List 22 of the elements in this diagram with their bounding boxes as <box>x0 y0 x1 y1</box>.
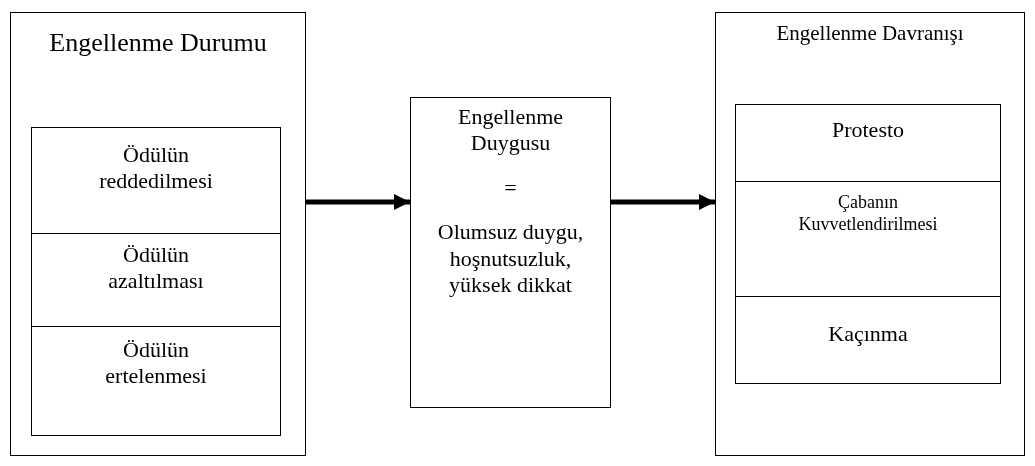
item-box <box>735 181 1001 297</box>
panel-title: Engellenme Durumu <box>48 27 268 59</box>
group-panel <box>10 12 306 456</box>
item-box <box>31 326 281 436</box>
box-text: Ödülün azaltılması <box>107 242 205 295</box>
panel-title: Engellenme Davranışı <box>775 21 965 47</box>
box-text: Ödülün ertelenmesi <box>104 337 208 390</box>
item-box <box>31 233 281 327</box>
item-box <box>735 104 1001 182</box>
group-panel <box>715 12 1025 456</box>
process-box <box>410 97 611 408</box>
item-box <box>31 127 281 234</box>
box-text: Engellenme Duygusu <box>456 104 565 157</box>
equals-sign: = <box>503 174 518 202</box>
box-text: Kaçınma <box>827 321 909 348</box>
arrow <box>306 194 410 210</box>
item-box <box>735 296 1001 384</box>
arrow <box>611 194 715 210</box>
box-text: Ödülün reddedilmesi <box>98 142 214 195</box>
box-text: Protesto <box>830 117 906 144</box>
box-text: Olumsuz duygu, hoşnutsuzluk, yüksek dikkat <box>436 219 585 299</box>
box-text: Çabanın Kuvvetlendirilmesi <box>797 192 939 236</box>
